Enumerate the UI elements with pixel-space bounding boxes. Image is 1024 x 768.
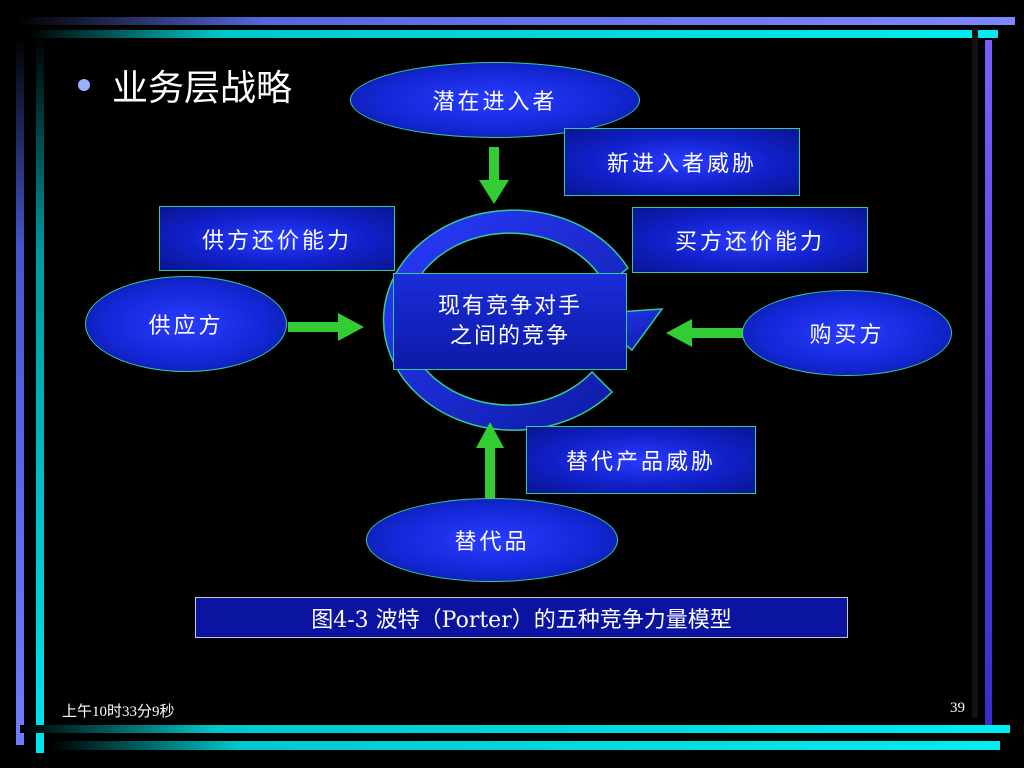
arrow-substitutes-up xyxy=(476,422,504,498)
node-substitutes-label: 替代品 xyxy=(454,530,530,555)
figure-caption: 图4-3 波特（Porter）的五种竞争力量模型 xyxy=(195,597,848,638)
node-buyers: 购买方 xyxy=(742,290,952,376)
frame-left-bar-blue xyxy=(16,35,24,745)
frame-right-bar-violet xyxy=(985,40,992,730)
arrow-entrants-down xyxy=(479,147,509,204)
node-potential-entrants: 潜在进入者 xyxy=(350,62,640,138)
box-substitute-threat-label: 替代产品威胁 xyxy=(565,450,716,475)
box-buyer-power: 买方还价能力 xyxy=(632,207,868,273)
bullet-dot-icon xyxy=(78,79,90,91)
bullet-text: 业务层战略 xyxy=(112,68,293,109)
frame-top-bar-blue xyxy=(15,17,1015,25)
box-rivalry: 现有竞争对手 之间的竞争 xyxy=(393,273,627,370)
box-rivalry-line1: 现有竞争对手 xyxy=(437,293,582,319)
node-suppliers: 供应方 xyxy=(85,276,287,372)
box-rivalry-line2: 之间的竞争 xyxy=(449,323,570,349)
box-supplier-power: 供方还价能力 xyxy=(159,206,395,271)
frame-left-bar-cyan xyxy=(36,38,44,753)
frame-right-bar-dark xyxy=(972,28,978,718)
rivalry-cycle-arrow xyxy=(382,209,629,431)
box-supplier-power-label: 供方还价能力 xyxy=(201,228,352,254)
node-suppliers-label: 供应方 xyxy=(148,314,224,339)
footer-time: 上午10时33分9秒 xyxy=(62,704,175,720)
box-new-entrant-threat: 新进入者威胁 xyxy=(564,128,800,196)
box-buyer-power-label: 买方还价能力 xyxy=(674,230,825,255)
footer-page-number: 39 xyxy=(950,700,965,716)
frame-bottom-bar-cyan xyxy=(20,725,1010,733)
node-potential-entrants-label: 潜在进入者 xyxy=(432,90,558,115)
node-substitutes: 替代品 xyxy=(366,498,618,582)
frame-top-bar-cyan xyxy=(28,30,998,38)
node-buyers-label: 购买方 xyxy=(809,323,885,348)
bullet-title: 业务层战略 xyxy=(78,60,292,110)
frame-bottom-bar-cyan-2 xyxy=(50,741,1000,750)
arrow-buyers-left xyxy=(666,319,746,347)
box-new-entrant-threat-label: 新进入者威胁 xyxy=(606,152,757,177)
box-substitute-threat: 替代产品威胁 xyxy=(526,426,756,494)
arrow-suppliers-right xyxy=(288,313,364,341)
figure-caption-text: 图4-3 波特（Porter）的五种竞争力量模型 xyxy=(311,607,732,633)
